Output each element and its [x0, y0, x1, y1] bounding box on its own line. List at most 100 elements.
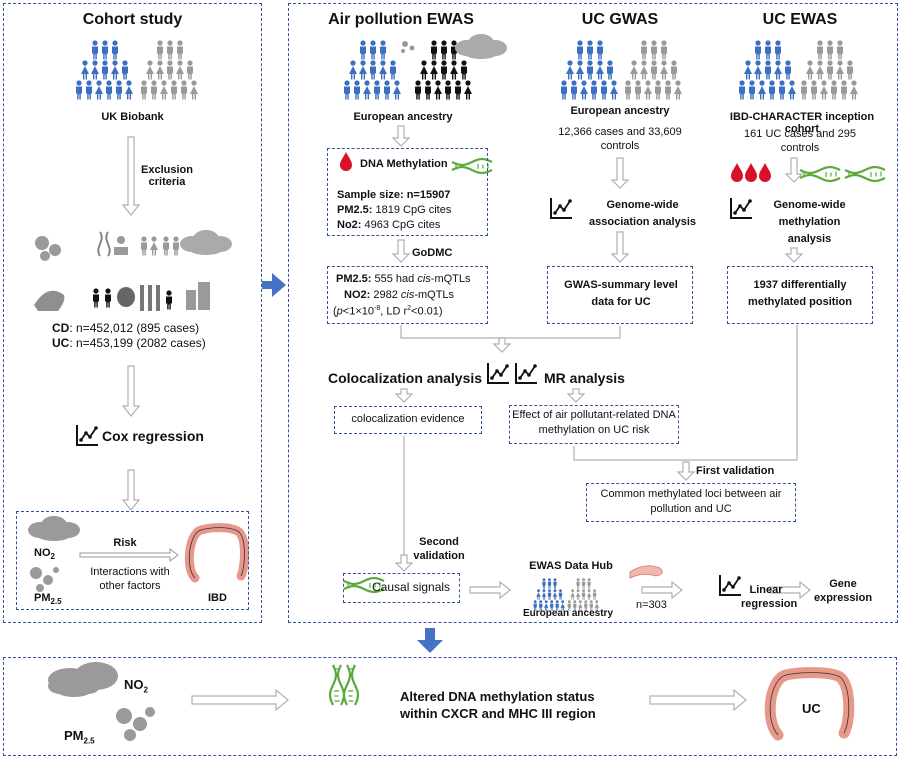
gwas-summary: GWAS-summary level data for UC: [564, 279, 678, 308]
connector-lines: [400, 325, 798, 461]
cohort-source: UK Biobank: [101, 111, 164, 123]
mr-chart-icons: [487, 362, 538, 384]
summary-arrow-2: [649, 688, 747, 712]
uc-ewas-people-icon: [739, 40, 858, 99]
mqtl-pm-line: PM2.5: 555 had cis-mQTLs: [336, 273, 471, 285]
pm-cpg-line: PM2.5: 1819 CpG cites: [337, 204, 452, 216]
cohort-arrow-1: [121, 136, 141, 216]
gwas-title: UC GWAS: [581, 11, 659, 28]
risk-label: Risk: [113, 537, 137, 549]
arrow-hub-to-linear: [641, 581, 683, 599]
dna-methylation-box: [327, 148, 488, 236]
interactions-label: Interactions with other factors: [90, 566, 170, 592]
arrow-dm-to-mqtl: [391, 239, 411, 263]
ucewas-chart-icon: [730, 197, 753, 219]
big-down-arrow: [417, 628, 443, 653]
effect-box: [509, 405, 679, 444]
summary-uc: UC: [802, 701, 821, 716]
common-loci: Common methylated loci between air pollu…: [600, 488, 782, 515]
risk-arrow-icon: [79, 548, 179, 562]
dmp-text: 1937 differentially methylated position: [748, 279, 852, 308]
gwas-cases: 12,366 cases and 33,609 controls: [558, 126, 682, 152]
cohort-arrow-2: [121, 365, 141, 417]
gwas-analysis: Genome-wide association analysis: [589, 199, 696, 228]
ucewas-title: UC EWAS: [762, 11, 838, 28]
summary-dna-icon: [328, 663, 360, 707]
pollution-cloud-icon: [28, 516, 80, 592]
gene-expression-label: Gene expression: [813, 578, 873, 604]
second-validation-label: Second validation: [413, 536, 465, 562]
arrow-ucewas-1: [784, 157, 804, 183]
causal-label: Causal signals: [372, 580, 451, 594]
gwas-chart-icon: [550, 197, 573, 219]
summary-arrow-1: [191, 688, 289, 712]
exclusion-label: Exclusion criteria: [141, 164, 193, 188]
air-ewas-title: Air pollution EWAS: [328, 11, 474, 28]
godmc-label: GoDMC: [412, 247, 453, 259]
no2-cpg-line: No2: 4963 CpG cites: [337, 219, 441, 231]
ucewas-cases: 161 UC cases and 295 controls: [744, 128, 856, 154]
first-validation-label: First validation: [696, 465, 775, 477]
arrow-gwas-2: [610, 231, 630, 263]
summary-no2: NO2: [124, 677, 148, 695]
ibd-risk-box: [16, 511, 249, 610]
causal-box: [343, 573, 460, 603]
air-ewas-people-icon: [344, 34, 507, 100]
no2-label: NO2: [34, 547, 55, 562]
coloc-evidence-box: [334, 406, 482, 434]
exposure-icons: [34, 230, 232, 311]
cohort-panel: [3, 3, 262, 623]
linear-regression-label: Linear regression: [741, 584, 798, 610]
dm-title: DNA Methylation: [360, 158, 448, 170]
cohort-title: Cohort study: [82, 11, 183, 28]
arrow-gwas-1: [610, 157, 630, 189]
intestine-icon: [184, 523, 249, 583]
gwas-ancestry: European ancestry: [570, 105, 670, 117]
ewas-hub-label: EWAS Data Hub: [529, 560, 613, 572]
summary-altered: Altered DNA methylation status within CX…: [400, 689, 596, 721]
gwas-people-icon: [561, 40, 682, 99]
gwas-summary-box: [547, 266, 693, 324]
uk-biobank-people-icon: [76, 40, 198, 99]
arrow-first-validation: [676, 461, 696, 481]
cox-chart-icon: [76, 424, 99, 446]
pm-label: PM2.5: [34, 592, 62, 607]
cd-line: CD: n=452,012 (895 cases): [52, 321, 200, 335]
coloc-evidence: colocalization evidence: [351, 413, 465, 425]
ucewas-blood-icons: [731, 163, 771, 182]
arrow-second-validation: [394, 554, 414, 572]
common-loci-box: [586, 483, 796, 522]
mqtl-box: [327, 266, 488, 324]
linear-chart-icon: [719, 574, 742, 596]
summary-panel: [3, 657, 897, 756]
sample-size: Sample size: n=15907: [337, 189, 451, 201]
uc-line: UC: n=453,199 (2082 cases): [52, 336, 206, 350]
arrow-causal-to-hub: [469, 581, 511, 599]
ewas-panel: [288, 3, 898, 623]
effect-text: Effect of air pollutant-related DNA meth…: [512, 409, 676, 436]
hub-people-icon: [534, 578, 599, 611]
tissue-icon: [629, 565, 663, 579]
ucewas-dna-icons: [798, 165, 887, 183]
arrow-to-coloc-evidence: [394, 388, 414, 403]
arrow-ancestry-to-dm: [391, 125, 411, 147]
mqtl-no2-line: NO2: 2982 cis-mQTLs: [344, 289, 455, 301]
ucewas-analysis: Genome-wide methylation analysis: [773, 199, 846, 245]
hub-ancestry: European ancestry: [522, 608, 614, 619]
arrow-to-effect: [566, 388, 586, 403]
air-ewas-ancestry: European ancestry: [353, 111, 453, 123]
n303-label: n=303: [636, 599, 667, 611]
mr-label: MR analysis: [544, 370, 625, 386]
big-right-arrow: [262, 273, 286, 297]
ibd-label: IBD: [208, 592, 227, 604]
summary-cloud-icon: [48, 662, 155, 741]
cohort-arrow-3: [121, 469, 141, 511]
summary-pm: PM2.5: [64, 728, 95, 746]
dmp-box: [727, 266, 873, 324]
ucewas-cohort: IBD-CHARACTER inception cohort: [729, 111, 875, 135]
coloc-label: Colocalization analysis: [328, 370, 483, 386]
arrow-ucewas-2: [784, 247, 804, 263]
summary-intestine-icon: [764, 667, 855, 741]
cox-label: Cox regression: [102, 428, 204, 444]
